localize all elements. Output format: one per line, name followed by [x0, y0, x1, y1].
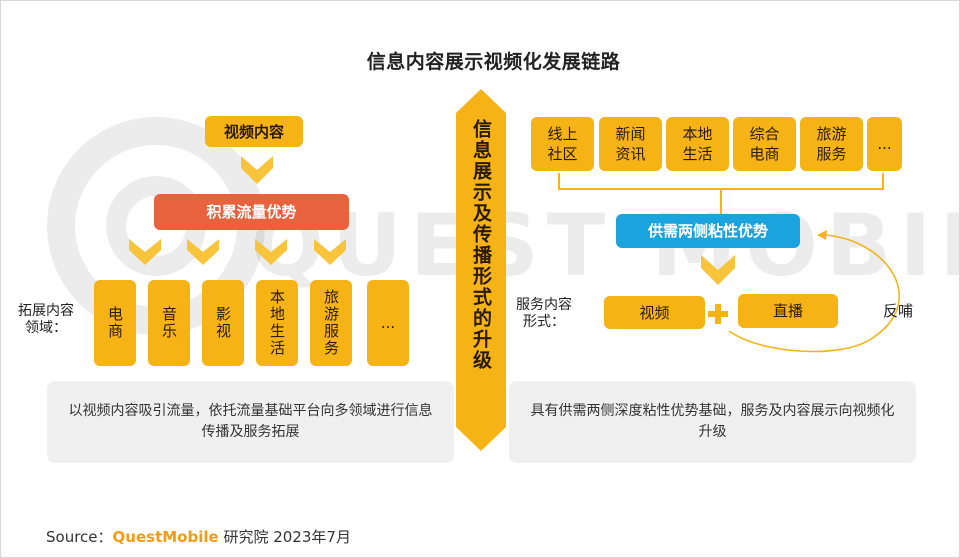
- service-label-line1: 服务内容: [516, 297, 572, 313]
- center-arrow-text: 信息展示及传播形式的升级: [470, 119, 492, 371]
- chevron-down-icon: [129, 239, 161, 269]
- chevron-down-icon: [255, 239, 287, 269]
- traffic-advantage-box: 积累流量优势: [154, 194, 349, 230]
- feedback-label: 反哺: [883, 302, 914, 320]
- right-note: 具有供需两侧深度粘性优势基础，服务及内容展示向视频化升级: [509, 381, 916, 463]
- domain-box-travel-service: 旅游服务: [310, 280, 352, 366]
- domain-box-film: 影视: [202, 280, 244, 366]
- video-box: 视频: [604, 296, 705, 329]
- chevron-down-icon: [187, 239, 219, 269]
- left-note: 以视频内容吸引流量，依托流量基础平台向多领域进行信息传播及服务拓展: [47, 381, 454, 463]
- domains-label-line2: 领域：: [25, 320, 67, 336]
- platform-box-travel-service: 旅游服务: [800, 117, 863, 171]
- plus-icon: [708, 304, 728, 328]
- feedback-loop-arrow: [721, 219, 951, 363]
- video-content-box: 视频内容: [205, 116, 303, 147]
- domain-box-music: 音乐: [148, 280, 190, 366]
- domain-box-ecommerce: 电商: [94, 280, 136, 366]
- platform-box-ecommerce: 综合电商: [733, 117, 796, 171]
- chevron-down-icon: [314, 239, 346, 269]
- live-box: 直播: [738, 294, 838, 328]
- platform-box-news: 新闻资讯: [599, 117, 662, 171]
- source-rest: 研究院 2023年7月: [223, 528, 351, 546]
- domain-box-local-life: 本地生活: [256, 280, 298, 366]
- service-label: 服务内容 形式：: [509, 297, 579, 331]
- watermark-text: QUEST MOBILE: [251, 196, 959, 296]
- domains-label-line1: 拓展内容: [18, 303, 74, 319]
- platform-bracket: [551, 171, 891, 223]
- domains-label: 拓展内容 领域：: [13, 303, 79, 337]
- chevron-down-icon: [701, 255, 735, 289]
- platform-box-online-community: 线上社区: [531, 117, 594, 171]
- source-footer: Source：QuestMobile 研究院 2023年7月: [46, 526, 351, 547]
- dual-advantage-box: 供需两侧粘性优势: [616, 214, 800, 248]
- domain-box-more: ...: [367, 280, 409, 366]
- page-title: 信息内容展示视频化发展链路: [366, 51, 621, 73]
- brand-name: QuestMobile: [112, 528, 219, 546]
- center-up-arrow: [456, 89, 506, 455]
- platform-box-local-life: 本地生活: [666, 117, 729, 171]
- platform-box-more: ...: [867, 117, 902, 171]
- chevron-down-icon: [241, 156, 273, 188]
- source-label: Source：: [46, 528, 113, 546]
- service-label-line2: 形式：: [523, 314, 565, 330]
